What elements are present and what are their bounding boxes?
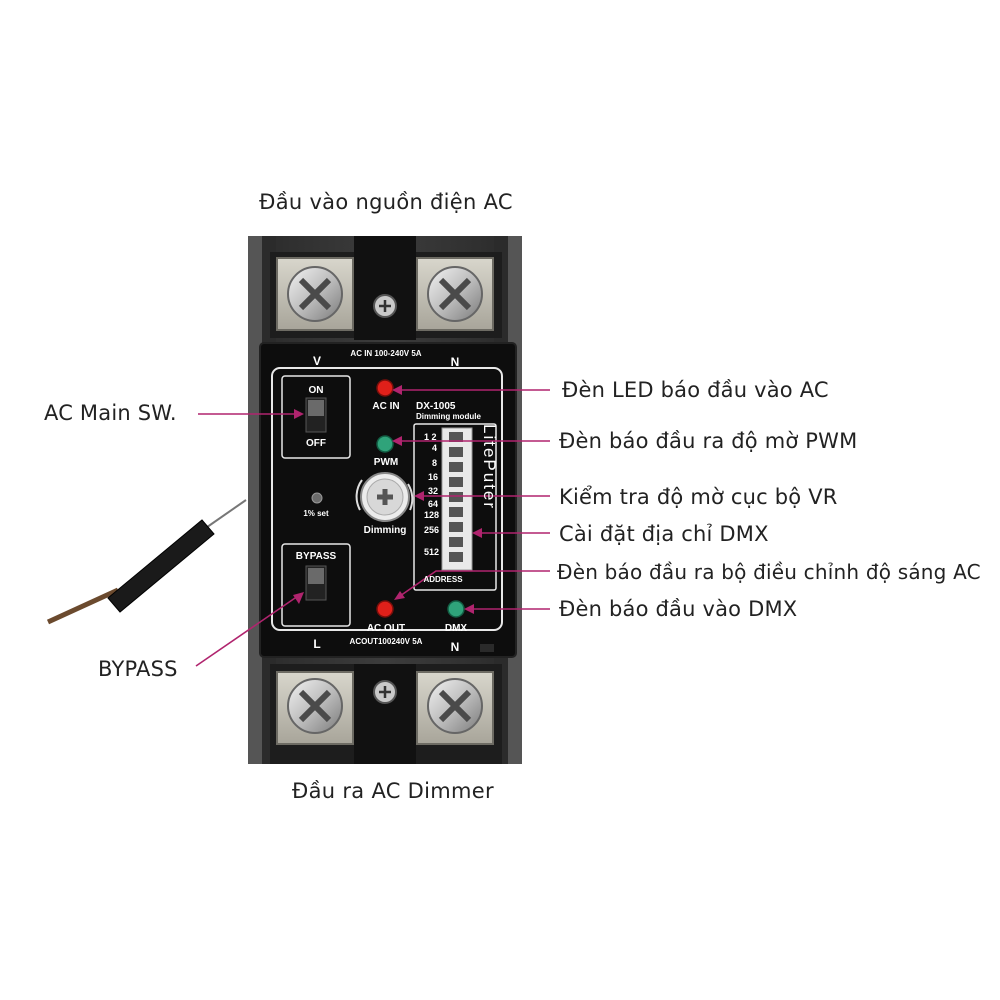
callout-vr-check: Kiểm tra độ mờ cục bộ VR (559, 485, 838, 509)
panel-n-label-top: N (450, 355, 460, 369)
dip-value-5: 32 (428, 486, 439, 496)
title-ac-input: Đầu vào nguồn điện AC (259, 190, 513, 214)
model-sub-label: Dimming module (416, 412, 481, 421)
dip-value-8: 256 (424, 525, 440, 535)
terminal-top-left (276, 257, 354, 331)
dip-value-7: 128 (424, 510, 440, 520)
screwdriver (46, 499, 247, 625)
callout-pwm-led: Đèn báo đầu ra độ mờ PWM (559, 429, 858, 453)
dmx-address-dip-switch[interactable] (413, 423, 497, 591)
switch-on-label: ON (308, 385, 324, 396)
callout-bypass: BYPASS (98, 657, 178, 681)
one-percent-set-label: 1% set (303, 509, 329, 518)
terminal-bottom-right (416, 671, 494, 745)
dmx-led (447, 600, 465, 618)
dip-value-6: 64 (428, 499, 439, 509)
callout-dmx-address: Cài đặt địa chỉ DMX (559, 522, 769, 546)
mount-screw-top (373, 294, 397, 318)
dip-value-2: 4 (432, 443, 438, 453)
terminal-top-right (416, 257, 494, 331)
dip-value-9: 512 (424, 547, 440, 557)
ac-in-led (376, 379, 394, 397)
mount-screw-bottom (373, 680, 397, 704)
one-percent-trimmer[interactable] (311, 492, 323, 504)
dimming-knob[interactable] (355, 472, 414, 522)
panel-n-label-bottom: N (450, 640, 460, 654)
address-label: ADDRESS (423, 575, 463, 584)
pwm-label: PWM (373, 457, 399, 468)
dip-value-4: 16 (428, 472, 439, 482)
ac-in-label: AC IN (372, 401, 400, 412)
panel-v-label: V (312, 354, 322, 368)
dimming-label: Dimming (363, 525, 407, 536)
bypass-switch[interactable] (281, 543, 351, 627)
ac-main-switch[interactable] (281, 375, 351, 459)
dip-value-3: 8 (432, 458, 438, 468)
panel-l-label: L (313, 637, 321, 651)
panel-ac-out-rating: ACOUT100240V 5A (349, 637, 423, 646)
bypass-panel-label: BYPASS (295, 551, 337, 562)
model-label: DX-1005 (416, 401, 456, 412)
dmx-label: DMX (444, 623, 468, 634)
dip-value-1: 1 2 (424, 432, 437, 442)
title-ac-dimmer-output: Đầu ra AC Dimmer (292, 779, 494, 803)
ac-out-led (376, 600, 394, 618)
panel-ac-in-rating: AC IN 100-240V 5A (350, 349, 422, 358)
callout-lines (195, 385, 550, 667)
terminal-bottom-left (276, 671, 354, 745)
ac-out-label: AC OUT (366, 623, 406, 634)
callout-ac-out-led: Đèn báo đầu ra bộ điều chỉnh độ sáng AC (557, 560, 981, 584)
brand-logo-text: LitePuter (480, 424, 499, 511)
pwm-led (376, 435, 394, 453)
callout-ac-in-led: Đèn LED báo đầu vào AC (562, 378, 829, 402)
callout-dmx-led: Đèn báo đầu vào DMX (559, 597, 798, 621)
callout-ac-main-switch: AC Main SW. (44, 401, 177, 425)
switch-off-label: OFF (306, 438, 326, 449)
